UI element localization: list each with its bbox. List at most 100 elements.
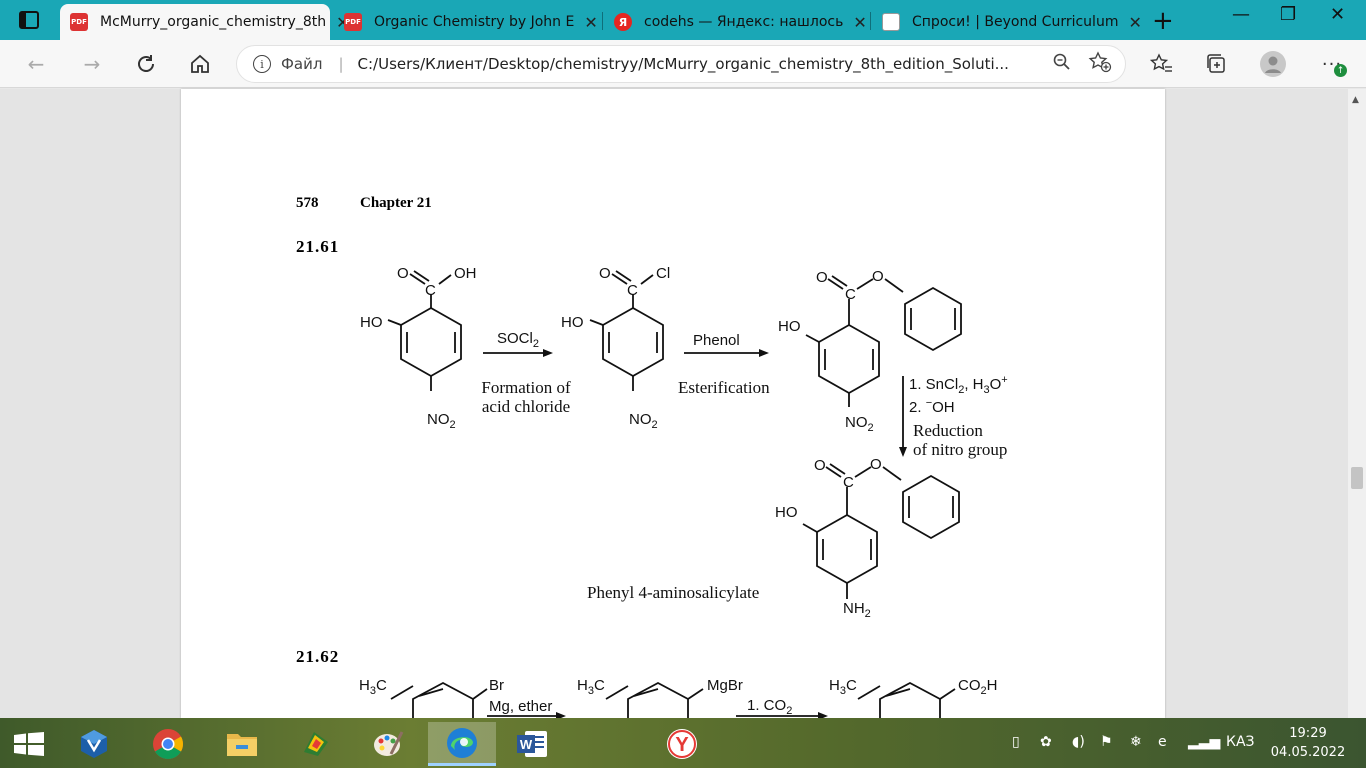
pdf-icon: PDF <box>344 13 362 31</box>
close-window-button[interactable]: ✕ <box>1330 4 1346 25</box>
pdf-icon: PDF <box>70 13 88 31</box>
favorites-icon <box>1149 53 1172 72</box>
molecule-nitrosalicylic-acid <box>387 270 462 391</box>
taskbar-paint[interactable] <box>360 722 416 766</box>
taskbar-color-app[interactable] <box>288 722 344 766</box>
collections-icon <box>1207 54 1225 73</box>
windows-start-icon[interactable] <box>14 732 44 756</box>
taskbar-yandex-browser[interactable]: Y <box>654 722 710 766</box>
atom-c: C <box>425 282 436 299</box>
atom-o-ester: O <box>872 268 884 285</box>
tray-volume-icon[interactable]: ◖) <box>1072 734 1085 750</box>
info-icon[interactable]: i <box>253 55 271 73</box>
tab-mcmurry-pdf[interactable]: PDF McMurry_organic_chemistry_8th ✕ <box>60 4 350 40</box>
atom-c: C <box>627 282 638 299</box>
atom-c: C <box>845 286 856 303</box>
favorites-button[interactable] <box>1148 50 1176 78</box>
site-icon <box>882 13 900 31</box>
amino-group-label: NH2 <box>843 600 871 620</box>
atom-cl: Cl <box>656 265 671 282</box>
collections-button[interactable] <box>1203 50 1231 78</box>
molecule-phenyl-nitrosalicylate <box>805 275 962 407</box>
virtualbox-icon <box>81 730 107 758</box>
problem-number-21-62: 21.62 <box>296 647 340 666</box>
atom-oh: OH <box>454 265 477 282</box>
refresh-button[interactable] <box>132 50 160 78</box>
back-button[interactable]: ← <box>27 52 45 76</box>
tab-separator <box>870 12 871 30</box>
close-tab-icon[interactable]: ✕ <box>853 12 867 32</box>
reagent-socl2: SOCl2 <box>497 330 539 350</box>
reagent-step-2: 2. −OH <box>909 397 955 416</box>
vertical-scrollbar[interactable]: ▲ <box>1348 89 1366 718</box>
tab-yandex-search[interactable]: Я codehs — Яндекс: нашлось ✕ <box>604 4 868 40</box>
settings-more-button[interactable]: ··· ↑ <box>1318 50 1347 78</box>
atom-o-ester: O <box>870 456 882 473</box>
word-icon: W <box>517 731 547 757</box>
add-favorite-icon[interactable] <box>1088 50 1112 77</box>
tray-flag-icon[interactable]: ⚑ <box>1100 734 1113 750</box>
methyl-group-label: H3C <box>829 677 857 697</box>
forward-button[interactable]: → <box>83 52 101 76</box>
tray-battery-icon[interactable]: ▯ <box>1012 734 1020 750</box>
tab-title: McMurry_organic_chemistry_8th <box>100 14 327 30</box>
restore-button[interactable]: ❐ <box>1280 4 1297 25</box>
carboxyl-group-label: CO2H <box>958 677 998 697</box>
clock-time: 19:29 <box>1289 726 1327 741</box>
chrome-icon <box>153 729 184 760</box>
taskbar-word[interactable]: W <box>504 722 560 766</box>
tray-snowflake-icon[interactable]: ❄ <box>1130 734 1142 750</box>
tray-signal-icon[interactable]: ▂▃▅ <box>1188 734 1221 750</box>
scrollbar-thumb[interactable] <box>1351 467 1363 489</box>
reagent-step-1: 1. SnCl2, H3O+ <box>909 374 1008 396</box>
pdf-page: 578 Chapter 21 21.61 21.62 <box>181 89 1165 720</box>
zoom-icon[interactable] <box>1053 53 1071 76</box>
methyl-group-label: H3C <box>577 677 605 697</box>
address-bar[interactable]: i Файл | C:/Users/Клиент/Desktop/chemist… <box>236 45 1126 83</box>
atom-ho: HO <box>778 318 801 335</box>
atom-ho: HO <box>775 504 798 521</box>
molecule-phenyl-aminosalicylate <box>802 463 960 599</box>
file-explorer-icon <box>227 734 257 756</box>
scroll-up-icon[interactable]: ▲ <box>1352 95 1359 105</box>
yandex-icon: Я <box>614 13 632 31</box>
profile-button[interactable] <box>1259 50 1287 78</box>
address-url[interactable]: C:/Users/Клиент/Desktop/chemistryy/McMur… <box>357 55 1009 73</box>
taskbar-edge[interactable] <box>428 722 496 766</box>
molecule-toluic-acid-partial <box>857 681 956 718</box>
word-badge: W <box>520 737 533 752</box>
reaction-scheme-bonds <box>387 270 962 720</box>
close-tab-icon[interactable]: ✕ <box>1128 12 1142 32</box>
home-button[interactable] <box>186 50 214 78</box>
tab-organic-chemistry-pdf[interactable]: PDF Organic Chemistry by John E ✕ <box>334 4 600 40</box>
taskbar-virtualbox[interactable] <box>66 722 122 766</box>
tray-app-icon[interactable]: ✿ <box>1040 734 1052 750</box>
yandex-browser-icon: Y <box>667 729 697 759</box>
new-tab-button[interactable]: + <box>1152 6 1174 36</box>
tab-beyond-curriculum[interactable]: Спроси! | Beyond Curriculum ✕ <box>872 4 1142 40</box>
reagent-co2: 1. CO2 <box>747 697 793 717</box>
language-indicator[interactable]: КАЗ <box>1226 734 1255 750</box>
home-icon <box>191 54 209 73</box>
tab-separator <box>602 12 603 30</box>
atom-c: C <box>843 474 854 491</box>
tab-actions-icon[interactable] <box>18 10 40 30</box>
tray-network-status-icon[interactable]: e <box>1158 734 1167 750</box>
chapter-heading: Chapter 21 <box>360 195 432 211</box>
minimize-button[interactable]: — <box>1232 4 1250 25</box>
atom-o: O <box>814 457 826 474</box>
reagent-mg-ether: Mg, ether <box>489 698 553 715</box>
taskbar-file-explorer[interactable] <box>214 722 270 766</box>
nitro-group-label: NO2 <box>629 411 658 431</box>
taskbar-chrome[interactable] <box>140 722 196 766</box>
browser-toolbar: ← → i Файл | C:/Users/Клиент/Desktop/che… <box>0 40 1366 88</box>
avatar-icon <box>1260 51 1286 77</box>
color-app-icon <box>304 732 328 756</box>
pdf-viewer: 578 Chapter 21 21.61 21.62 <box>0 89 1366 720</box>
close-tab-icon[interactable]: ✕ <box>584 12 598 32</box>
atom-o: O <box>397 265 409 282</box>
taskbar-clock[interactable]: 19:29 04.05.2022 <box>1268 724 1348 762</box>
nitro-group-label: NO2 <box>427 411 456 431</box>
